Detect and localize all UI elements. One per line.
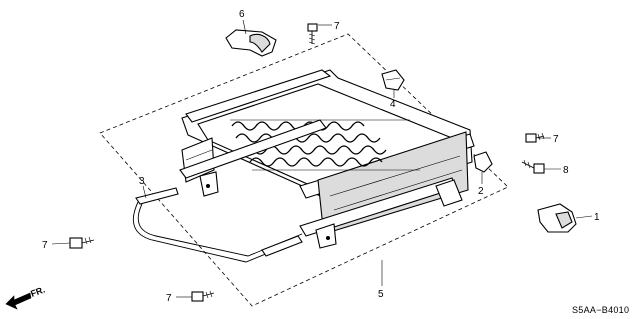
callout-5: 5	[378, 289, 384, 300]
callout-3: 3	[139, 176, 145, 187]
bolt-7-bottom	[191, 290, 215, 302]
callout-2: 2	[478, 186, 484, 197]
height-adjust-bar	[132, 187, 303, 263]
callout-7-bottom: 7	[166, 293, 172, 304]
part-4-clip	[381, 69, 405, 91]
callout-6: 6	[239, 9, 245, 20]
leader-lines	[51, 19, 593, 298]
front-label: FR.	[29, 285, 46, 299]
diagram-part-code: S5AA−B4010	[572, 305, 629, 315]
front-direction-indicator: FR.	[5, 285, 46, 310]
bolt-7-top	[307, 23, 318, 45]
part-6-cover	[225, 29, 277, 57]
callout-7-right: 7	[553, 134, 559, 145]
seat-frame	[181, 69, 475, 233]
callout-7-top: 7	[334, 21, 340, 32]
bolt-7-left	[69, 236, 95, 249]
callout-4: 4	[390, 99, 396, 110]
callout-7-left: 7	[42, 240, 48, 251]
bolt-7-right	[525, 132, 545, 143]
seat-rails	[179, 119, 463, 249]
callout-labels: 6 7 4 7 8 2 1 3 5 7 7	[42, 9, 600, 304]
assembly-boundary	[99, 33, 509, 307]
callout-1: 1	[594, 212, 600, 223]
part-1-cover	[537, 203, 577, 233]
part-2-clip	[473, 151, 493, 173]
bolt-8	[521, 159, 545, 174]
callout-8: 8	[563, 165, 569, 176]
front-arrow-icon	[5, 292, 32, 310]
